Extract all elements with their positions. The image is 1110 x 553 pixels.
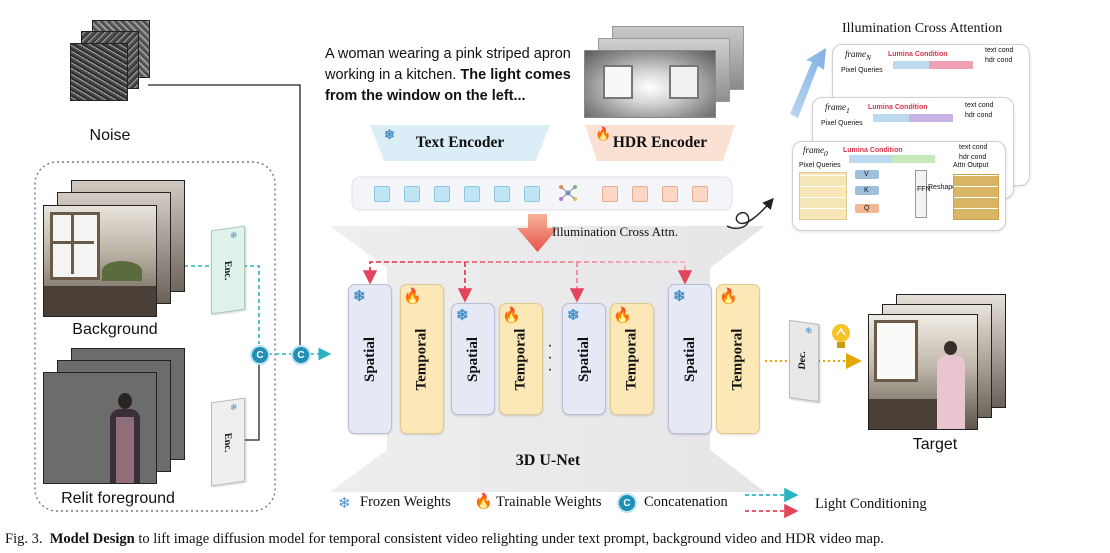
background-frame-1 — [43, 205, 157, 317]
text-encoder-label: Text Encoder — [415, 134, 505, 151]
caption-bold: Model Design — [49, 531, 135, 547]
snowflake-icon: ❄ — [673, 289, 686, 305]
legend-light: Light Conditioning — [815, 496, 927, 512]
snowflake-icon: ❄ — [384, 127, 395, 142]
background-encoder: ❄ Enc. — [211, 225, 245, 315]
target-frame-1 — [868, 314, 978, 430]
snowflake-icon: ❄ — [456, 308, 469, 324]
target-label: Target — [912, 436, 958, 453]
unet-block-temporal-3: 🔥 Temporal — [610, 303, 654, 415]
unet-block-temporal-2: 🔥 Temporal — [499, 303, 543, 415]
text-token — [524, 186, 540, 202]
text-encoder: ❄ Text Encoder — [370, 125, 550, 161]
unet-block-temporal-1: 🔥 Temporal — [400, 284, 444, 434]
noise-line — [148, 84, 301, 347]
foreground-label: Relit foreground — [61, 490, 175, 507]
fire-icon: 🔥 — [403, 289, 422, 305]
unet-title: 3D U-Net — [515, 452, 581, 469]
graph-icon — [558, 183, 578, 203]
ellipsis: ··· — [547, 337, 553, 378]
snowflake-icon: ❄ — [353, 289, 366, 305]
hdr-token — [632, 186, 648, 202]
window-shape — [50, 212, 100, 280]
hdr-frame-1 — [584, 50, 716, 118]
prompt-bold: The light comes from the window on the l… — [325, 67, 571, 104]
legend-concat: Concatenation — [644, 494, 728, 510]
bg-enc-label: Enc. — [222, 260, 234, 281]
text-token — [374, 186, 390, 202]
snowflake-icon: ❄ — [805, 325, 813, 337]
concat-circle-2: C — [291, 345, 311, 365]
foreground-frame-1 — [43, 372, 157, 484]
curl-arrow — [726, 197, 774, 230]
snowflake-icon: ❄ — [338, 495, 351, 512]
dec-label: Dec. — [796, 350, 808, 371]
caption-rest: to lift image diffusion model for tempor… — [138, 531, 884, 547]
text-token — [434, 186, 450, 202]
legend-trainable: Trainable Weights — [496, 494, 602, 510]
unet-block-temporal-4: 🔥 Temporal — [716, 284, 760, 434]
text-prompt: A woman wearing a pink striped apron wor… — [325, 44, 580, 107]
cross-attn-label: Illumination Cross Attn. — [552, 224, 679, 239]
snowflake-icon: ❄ — [230, 229, 238, 241]
hdr-token — [602, 186, 618, 202]
stack-arrow — [790, 48, 826, 118]
fg-enc-label: Enc. — [222, 432, 234, 453]
fire-icon: 🔥 — [502, 308, 521, 324]
fire-icon: 🔥 — [719, 289, 738, 305]
text-token — [494, 186, 510, 202]
noise-frame-1 — [70, 43, 128, 101]
foreground-encoder: ❄ Enc. — [211, 397, 245, 487]
attn-card-frame-0: frame0 Lumina Condition Pixel Queries te… — [792, 141, 1006, 231]
fire-icon: 🔥 — [595, 126, 612, 141]
text-token — [404, 186, 420, 202]
fire-icon: 🔥 — [613, 308, 632, 324]
unet-block-spatial-1: ❄ Spatial — [348, 284, 392, 434]
bg-line — [243, 265, 260, 344]
fg-line — [243, 362, 260, 441]
attn-panel-title: Illumination Cross Attention — [842, 21, 1003, 36]
lightbulb-icon — [829, 322, 853, 352]
prompt-normal: A woman wearing a pink striped apron wor… — [325, 46, 571, 83]
hdr-encoder: 🔥 HDR Encoder — [585, 125, 735, 161]
text-token — [464, 186, 480, 202]
hdr-token — [662, 186, 678, 202]
background-label: Background — [72, 321, 158, 338]
hdr-token — [692, 186, 708, 202]
unet-block-spatial-2: ❄ Spatial — [451, 303, 495, 415]
snowflake-icon: ❄ — [567, 308, 580, 324]
snowflake-icon: ❄ — [230, 401, 238, 413]
concat-circle-1: C — [250, 345, 270, 365]
noise-label: Noise — [89, 127, 131, 144]
legend-frozen: Frozen Weights — [360, 494, 451, 510]
unet-block-spatial-3: ❄ Spatial — [562, 303, 606, 415]
caption-prefix: Fig. 3. — [5, 531, 43, 547]
cross-attn-down-arrow — [517, 214, 558, 252]
decoder: ❄ Dec. — [789, 319, 819, 403]
unet-block-spatial-4: ❄ Spatial — [668, 284, 712, 434]
figure-caption: Fig. 3. Model Design to lift image diffu… — [5, 531, 884, 548]
concat-legend-icon: C — [617, 493, 637, 513]
hdr-encoder-label: HDR Encoder — [612, 134, 708, 151]
fire-icon: 🔥 — [474, 493, 493, 510]
